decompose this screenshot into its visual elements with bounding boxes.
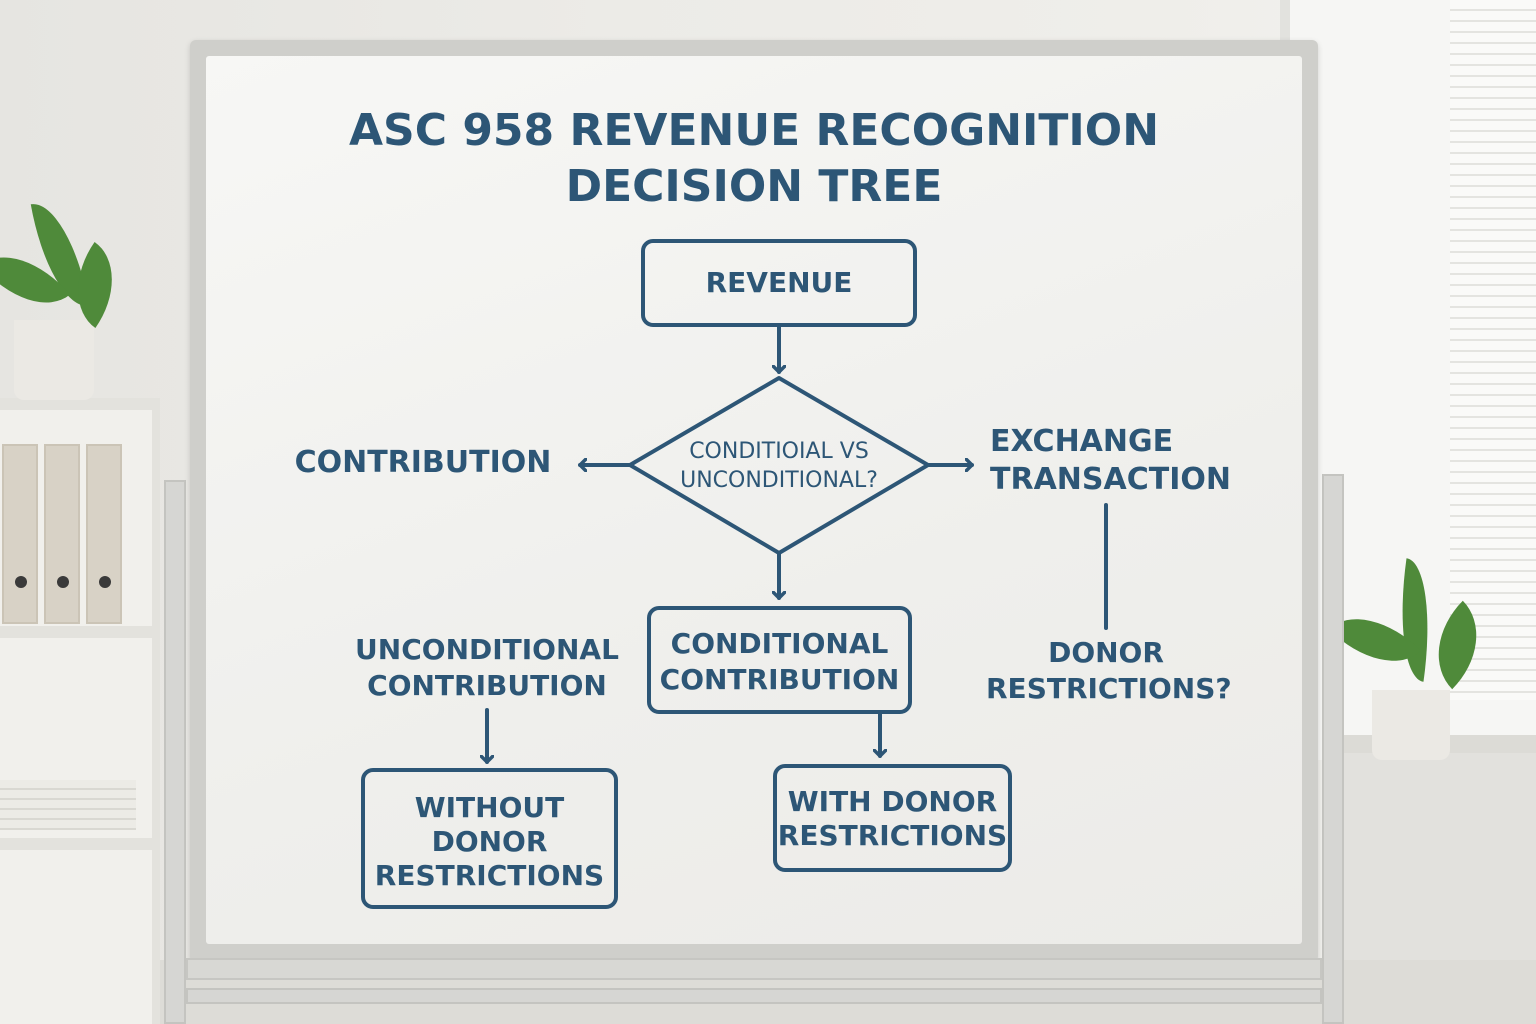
stand-crossbar: [186, 988, 1322, 1004]
with-label-line2: RESTRICTIONS: [777, 819, 1008, 852]
plant-pot-right: [1372, 690, 1450, 760]
contribution-label: CONTRIBUTION: [294, 445, 552, 480]
conditional-label-line1: CONDITIONAL: [670, 627, 889, 660]
donor-question-line2: RESTRICTIONS?: [986, 672, 1232, 705]
shelf-board: [0, 398, 152, 410]
marker-tray: [186, 958, 1322, 980]
without-label-line1: WITHOUT: [414, 791, 565, 824]
decision-label-line1: CONDITIOIAL VS: [689, 439, 869, 464]
bookshelf: [0, 398, 160, 1024]
stand-leg-right: [1322, 474, 1344, 1024]
binder: [86, 444, 122, 624]
with-restrictions-box: [773, 764, 1012, 872]
diagram-title-line1: ASC 958 REVENUE RECOGNITION: [348, 105, 1160, 156]
binder-hole: [15, 576, 27, 588]
donor-question-line1: DONOR: [1048, 636, 1164, 669]
whiteboard: [206, 56, 1302, 944]
unconditional-label-line2: CONTRIBUTION: [367, 669, 607, 702]
revenue-label: REVENUE: [705, 266, 853, 299]
decision-label-line2: UNCONDITIONAL?: [680, 468, 878, 493]
window-blinds: [1450, 0, 1536, 700]
diagram-title-line2: DECISION TREE: [565, 161, 943, 212]
conditional-contribution-box: [647, 606, 912, 714]
without-restrictions-box: [361, 768, 618, 909]
without-label-line2: DONOR: [431, 825, 548, 858]
exchange-label-line1: EXCHANGE: [990, 424, 1174, 459]
book-stack: [0, 780, 136, 830]
shelf-board: [0, 838, 152, 850]
exchange-label-line2: TRANSACTION: [990, 462, 1231, 497]
shelf-board: [0, 626, 152, 638]
without-label-line3: RESTRICTIONS: [374, 859, 605, 892]
plant-pot-left: [14, 320, 94, 400]
binder-hole: [57, 576, 69, 588]
binder-hole: [99, 576, 111, 588]
binder: [2, 444, 38, 624]
with-label-line1: WITH DONOR: [787, 785, 998, 818]
unconditional-label-line1: UNCONDITIONAL: [355, 633, 619, 666]
conditional-label-line2: CONTRIBUTION: [659, 663, 900, 696]
binder: [44, 444, 80, 624]
stand-leg-left: [164, 480, 186, 1024]
